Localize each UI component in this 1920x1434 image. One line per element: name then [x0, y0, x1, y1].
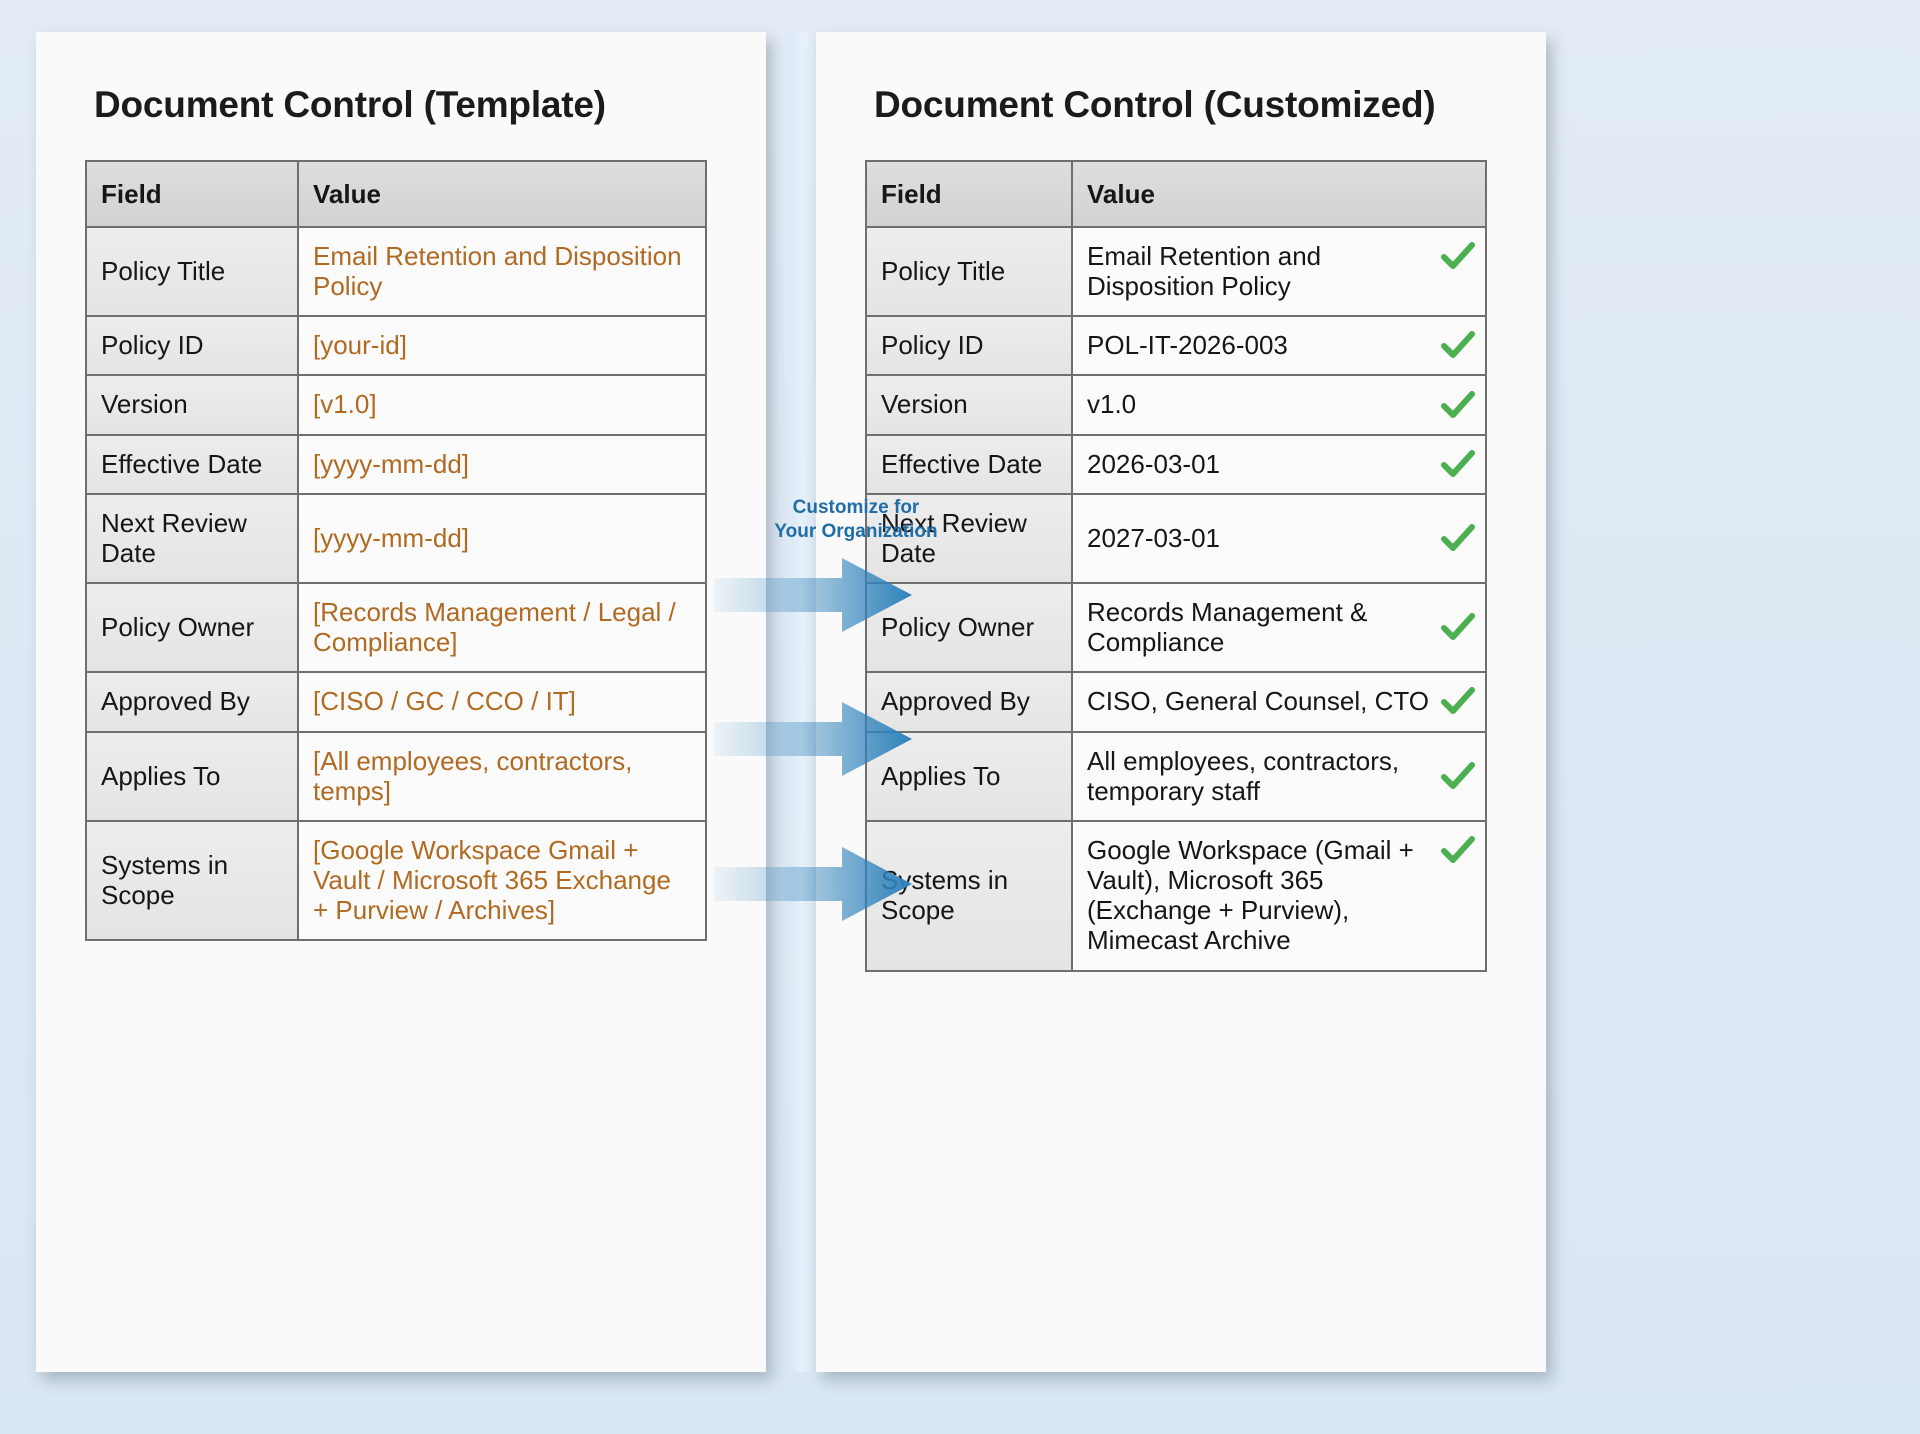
check-icon: [1441, 449, 1475, 477]
field-value: [yyyy-mm-dd]: [297, 492, 707, 585]
field-label: Next Review Date: [85, 492, 299, 585]
field-value: v1.0: [1087, 389, 1137, 420]
field-value-cell: 2026-03-01: [1071, 433, 1487, 495]
check-icon: [1441, 390, 1475, 418]
field-label: Applies To: [85, 730, 299, 822]
check-icon: [1441, 523, 1475, 551]
field-value: 2027-03-01: [1087, 522, 1220, 553]
check-icon: [1441, 242, 1475, 269]
field-label: Policy Title: [865, 225, 1073, 318]
field-label: Policy Owner: [865, 582, 1073, 674]
template-panel: Document Control (Template) Field Value …: [36, 32, 766, 1372]
page-title-template: Document Control (Template): [94, 84, 606, 125]
field-label: Version: [865, 374, 1073, 436]
field-value: [Records Management / Legal / Compliance…: [297, 582, 707, 674]
field-value-cell: Records Management & Compliance: [1071, 582, 1487, 674]
document-control-template-table: Field Value Policy Title Email Retention…: [85, 160, 707, 942]
field-value: [yyyy-mm-dd]: [297, 433, 707, 495]
field-value: CISO, General Counsel, CTO: [1087, 686, 1429, 717]
column-header-value: Value: [1071, 160, 1487, 228]
field-label: Policy ID: [85, 315, 299, 377]
field-label: Approved By: [865, 671, 1073, 733]
field-label: Systems in Scope: [85, 819, 299, 942]
table-row: Applies To [All employees, contractors, …: [85, 730, 707, 822]
field-value: [v1.0]: [297, 374, 707, 436]
check-icon: [1441, 687, 1475, 715]
table-row: Approved By [CISO / GC / CCO / IT]: [85, 671, 707, 733]
field-label: Policy Owner: [85, 582, 299, 674]
check-icon: [1441, 613, 1475, 641]
table-row: Policy Owner Records Management & Compli…: [865, 582, 1487, 674]
field-value-cell: Google Workspace (Gmail + Vault), Micros…: [1071, 819, 1487, 972]
column-header-field: Field: [865, 160, 1073, 228]
table-row: Effective Date [yyyy-mm-dd]: [85, 433, 707, 495]
table-header-row: Field Value: [865, 160, 1487, 228]
table-header-row: Field Value: [85, 160, 707, 228]
center-band: [784, 32, 814, 1372]
field-label: Applies To: [865, 730, 1073, 822]
table-row: Applies To All employees, contractors, t…: [865, 730, 1487, 822]
field-value-cell: 2027-03-01: [1071, 492, 1487, 585]
table-row: Systems in Scope Google Workspace (Gmail…: [865, 819, 1487, 972]
check-icon: [1441, 835, 1475, 863]
table-row: Effective Date 2026-03-01: [865, 433, 1487, 495]
document-control-customized-table: Field Value Policy Title Email Retention…: [865, 160, 1487, 972]
field-value: [your-id]: [297, 315, 707, 377]
table-row: Version [v1.0]: [85, 374, 707, 436]
field-value-cell: v1.0: [1071, 374, 1487, 436]
table-row: Policy ID [your-id]: [85, 315, 707, 377]
field-label: Effective Date: [865, 433, 1073, 495]
column-header-field: Field: [85, 160, 299, 228]
table-row: Systems in Scope [Google Workspace Gmail…: [85, 819, 707, 942]
field-value-cell: POL-IT-2026-003: [1071, 315, 1487, 377]
field-label: Policy ID: [865, 315, 1073, 377]
field-value: 2026-03-01: [1087, 448, 1220, 479]
table-row: Policy Title Email Retention and Disposi…: [85, 225, 707, 318]
column-header-value: Value: [297, 160, 707, 228]
field-value: Records Management & Compliance: [1087, 597, 1368, 658]
table-row: Next Review Date [yyyy-mm-dd]: [85, 492, 707, 585]
field-value-cell: All employees, contractors, temporary st…: [1071, 730, 1487, 822]
field-value-cell: Email Retention and Disposition Policy: [1071, 225, 1487, 318]
field-label: Next Review Date: [865, 492, 1073, 585]
field-value: [All employees, contractors, temps]: [297, 730, 707, 822]
field-value: All employees, contractors, temporary st…: [1087, 745, 1400, 806]
field-value: Google Workspace (Gmail + Vault), Micros…: [1087, 834, 1414, 956]
table-row: Next Review Date 2027-03-01: [865, 492, 1487, 585]
check-icon: [1441, 761, 1475, 789]
field-value: [Google Workspace Gmail + Vault / Micros…: [297, 819, 707, 942]
field-value: Email Retention and Disposition Policy: [1087, 241, 1322, 302]
check-icon: [1441, 331, 1475, 359]
table-row: Policy Owner [Records Management / Legal…: [85, 582, 707, 674]
field-label: Version: [85, 374, 299, 436]
table-row: Policy Title Email Retention and Disposi…: [865, 225, 1487, 318]
table-row: Policy ID POL-IT-2026-003: [865, 315, 1487, 377]
field-value: [CISO / GC / CCO / IT]: [297, 671, 707, 733]
field-label: Policy Title: [85, 225, 299, 318]
table-row: Approved By CISO, General Counsel, CTO: [865, 671, 1487, 733]
field-label: Systems in Scope: [865, 819, 1073, 972]
field-value: POL-IT-2026-003: [1087, 330, 1288, 361]
page-title-customized: Document Control (Customized): [874, 84, 1436, 125]
customized-panel: Document Control (Customized) Field Valu…: [816, 32, 1546, 1372]
field-value-cell: CISO, General Counsel, CTO: [1071, 671, 1487, 733]
field-label: Approved By: [85, 671, 299, 733]
field-value: Email Retention and Disposition Policy: [297, 225, 707, 318]
field-label: Effective Date: [85, 433, 299, 495]
table-row: Version v1.0: [865, 374, 1487, 436]
